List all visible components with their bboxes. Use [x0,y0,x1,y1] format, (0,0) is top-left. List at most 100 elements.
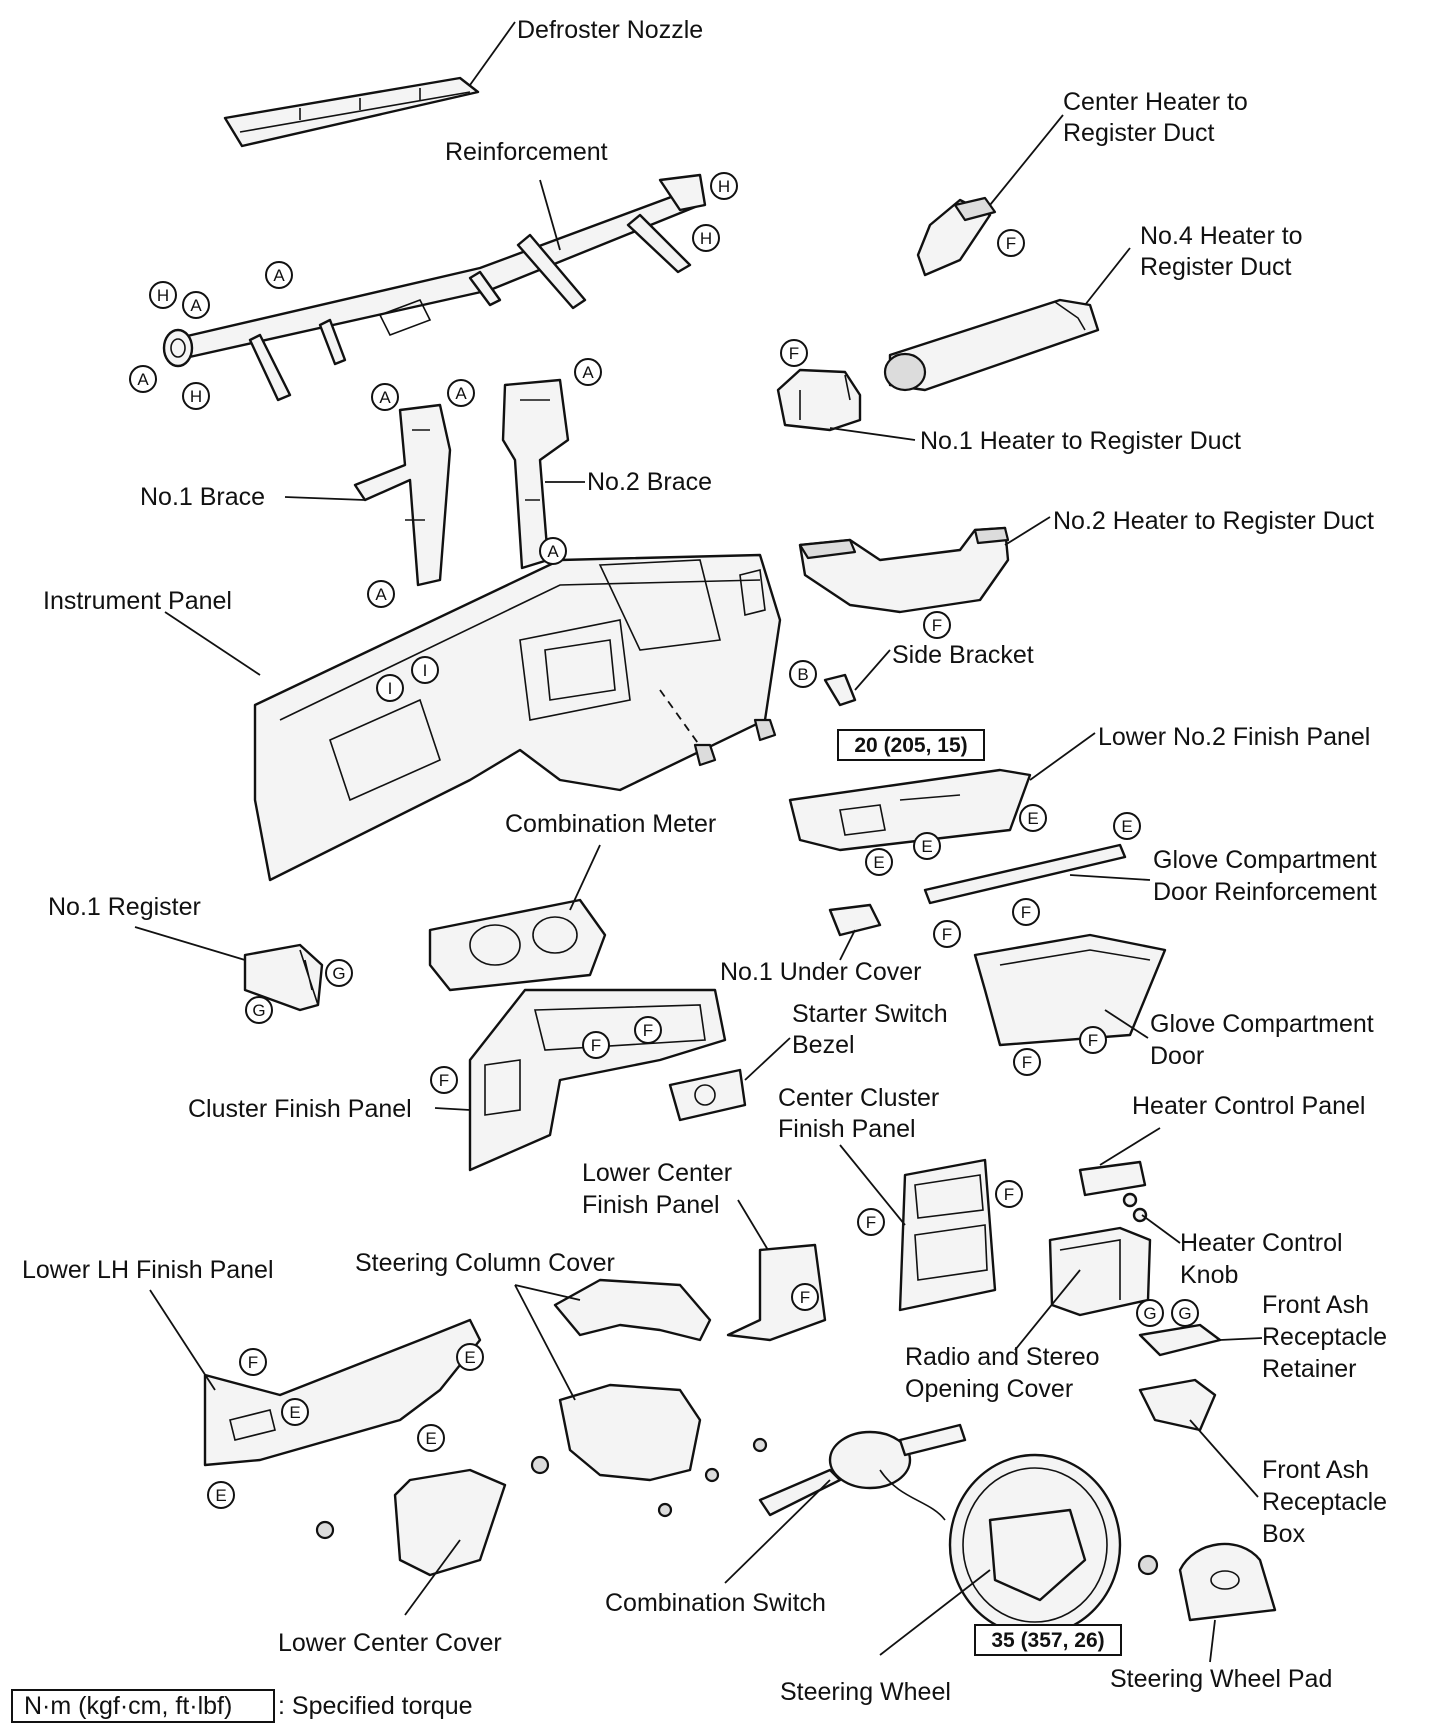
label-no4-heater-duct-1: No.4 Heater to [1140,222,1303,250]
label-reinforcement: Reinforcement [445,138,608,166]
starter-switch-bezel-part [668,1068,747,1122]
svg-text:A: A [582,363,594,382]
leader-lines [134,21,1263,1663]
label-lower-lh-finish-panel: Lower LH Finish Panel [22,1256,274,1284]
label-center-heater-duct-1: Center Heater to [1063,88,1248,116]
no2-heater-duct-part [798,526,1010,614]
svg-text:A: A [273,266,285,285]
glove-reinforcement-part [923,843,1127,905]
marker-h: H [692,224,720,252]
center-heater-duct-part [916,196,997,277]
marker-a: A [367,580,395,608]
no1-heater-duct-part [776,368,862,432]
svg-text:A: A [137,370,149,389]
svg-text:B: B [797,665,808,684]
label-side-bracket: Side Bracket [892,641,1034,669]
svg-text:F: F [942,925,952,944]
part-labels: Defroster Nozzle Reinforcement Center He… [22,16,1387,1706]
label-steering-wheel: Steering Wheel [780,1678,951,1706]
svg-text:F: F [932,616,942,635]
center-cluster-finish-panel-part [898,1158,997,1312]
heater-control-panel-part [1078,1160,1147,1197]
lower-center-cover-part [393,1468,507,1577]
marker-f: F [582,1031,610,1059]
label-starter-bezel-1: Starter Switch [792,1000,948,1028]
svg-text:F: F [1022,1053,1032,1072]
torque-steering-wheel-value: 35 (357, 26) [991,1629,1104,1652]
marker-a: A [574,358,602,386]
svg-text:F: F [1004,1185,1014,1204]
label-steering-wheel-pad: Steering Wheel Pad [1110,1665,1332,1693]
steering-wheel-part [948,1453,1122,1637]
label-no1-brace: No.1 Brace [140,483,265,511]
label-no1-under-cover: No.1 Under Cover [720,958,921,986]
svg-text:E: E [873,853,884,872]
marker-h: H [710,172,738,200]
marker-f: F [995,1180,1023,1208]
marker-g: G [325,959,353,987]
torque-side-bracket: 20 (205, 15) [837,729,985,761]
svg-text:F: F [789,344,799,363]
label-ash-retainer-2: Receptacle [1262,1323,1387,1351]
label-ash-retainer-3: Retainer [1262,1355,1357,1383]
torque-legend: N·m (kgf·cm, ft·lbf) : Specified torque [11,1689,473,1723]
label-instrument-panel: Instrument Panel [43,587,232,615]
marker-g: G [245,996,273,1024]
svg-text:F: F [591,1036,601,1055]
lower-center-finish-panel-part [726,1243,827,1342]
front-ash-retainer-part [1138,1323,1222,1357]
svg-text:G: G [332,964,345,983]
steering-wheel-pad-part [1178,1542,1277,1622]
svg-text:F: F [439,1071,449,1090]
label-glove-reinforcement-2: Door Reinforcement [1153,878,1377,906]
svg-text:F: F [248,1353,258,1372]
steering-wheel-nut-part [1137,1554,1159,1576]
svg-text:E: E [425,1429,436,1448]
marker-e: E [913,832,941,860]
svg-text:H: H [157,286,169,305]
label-radio-cover-1: Radio and Stereo [905,1343,1100,1371]
instrument-panel-part [253,553,782,882]
svg-text:A: A [190,296,202,315]
label-ash-box-2: Receptacle [1262,1488,1387,1516]
svg-text:E: E [289,1403,300,1422]
label-no4-heater-duct-2: Register Duct [1140,253,1291,281]
label-defroster-nozzle: Defroster Nozzle [517,16,703,44]
label-no1-heater-duct: No.1 Heater to Register Duct [920,427,1241,455]
marker-e: E [207,1481,235,1509]
heater-control-knob-part [1122,1192,1148,1223]
legend-unit-box: N·m (kgf·cm, ft·lbf) [24,1692,232,1720]
marker-h: H [149,281,177,309]
svg-text:A: A [455,384,467,403]
svg-text:I: I [423,661,428,680]
svg-text:F: F [800,1288,810,1307]
marker-g: G [1171,1299,1199,1327]
svg-text:A: A [547,542,559,561]
label-glove-door-1: Glove Compartment [1150,1010,1374,1038]
svg-text:E: E [1027,809,1038,828]
label-glove-door-2: Door [1150,1042,1204,1070]
label-no2-brace: No.2 Brace [587,468,712,496]
marker-g: G [1136,1299,1164,1327]
label-radio-cover-2: Opening Cover [905,1375,1073,1403]
svg-text:F: F [1006,234,1016,253]
marker-f: F [430,1066,458,1094]
svg-text:F: F [643,1021,653,1040]
label-ash-retainer-1: Front Ash [1262,1291,1369,1319]
marker-i: I [376,674,404,702]
marker-e: E [281,1398,309,1426]
torque-steering-wheel: 35 (357, 26) [974,1624,1122,1656]
label-lower-no2-finish-panel: Lower No.2 Finish Panel [1098,723,1370,751]
marker-f: F [933,920,961,948]
marker-f: F [1013,1048,1041,1076]
svg-text:F: F [1088,1031,1098,1050]
marker-a: A [539,537,567,565]
glove-compartment-door-part [973,933,1167,1047]
svg-text:I: I [388,679,393,698]
svg-text:F: F [1021,903,1031,922]
marker-f: F [997,229,1025,257]
defroster-nozzle-part [223,76,480,148]
marker-i: I [411,656,439,684]
svg-text:H: H [718,177,730,196]
marker-a: A [129,365,157,393]
